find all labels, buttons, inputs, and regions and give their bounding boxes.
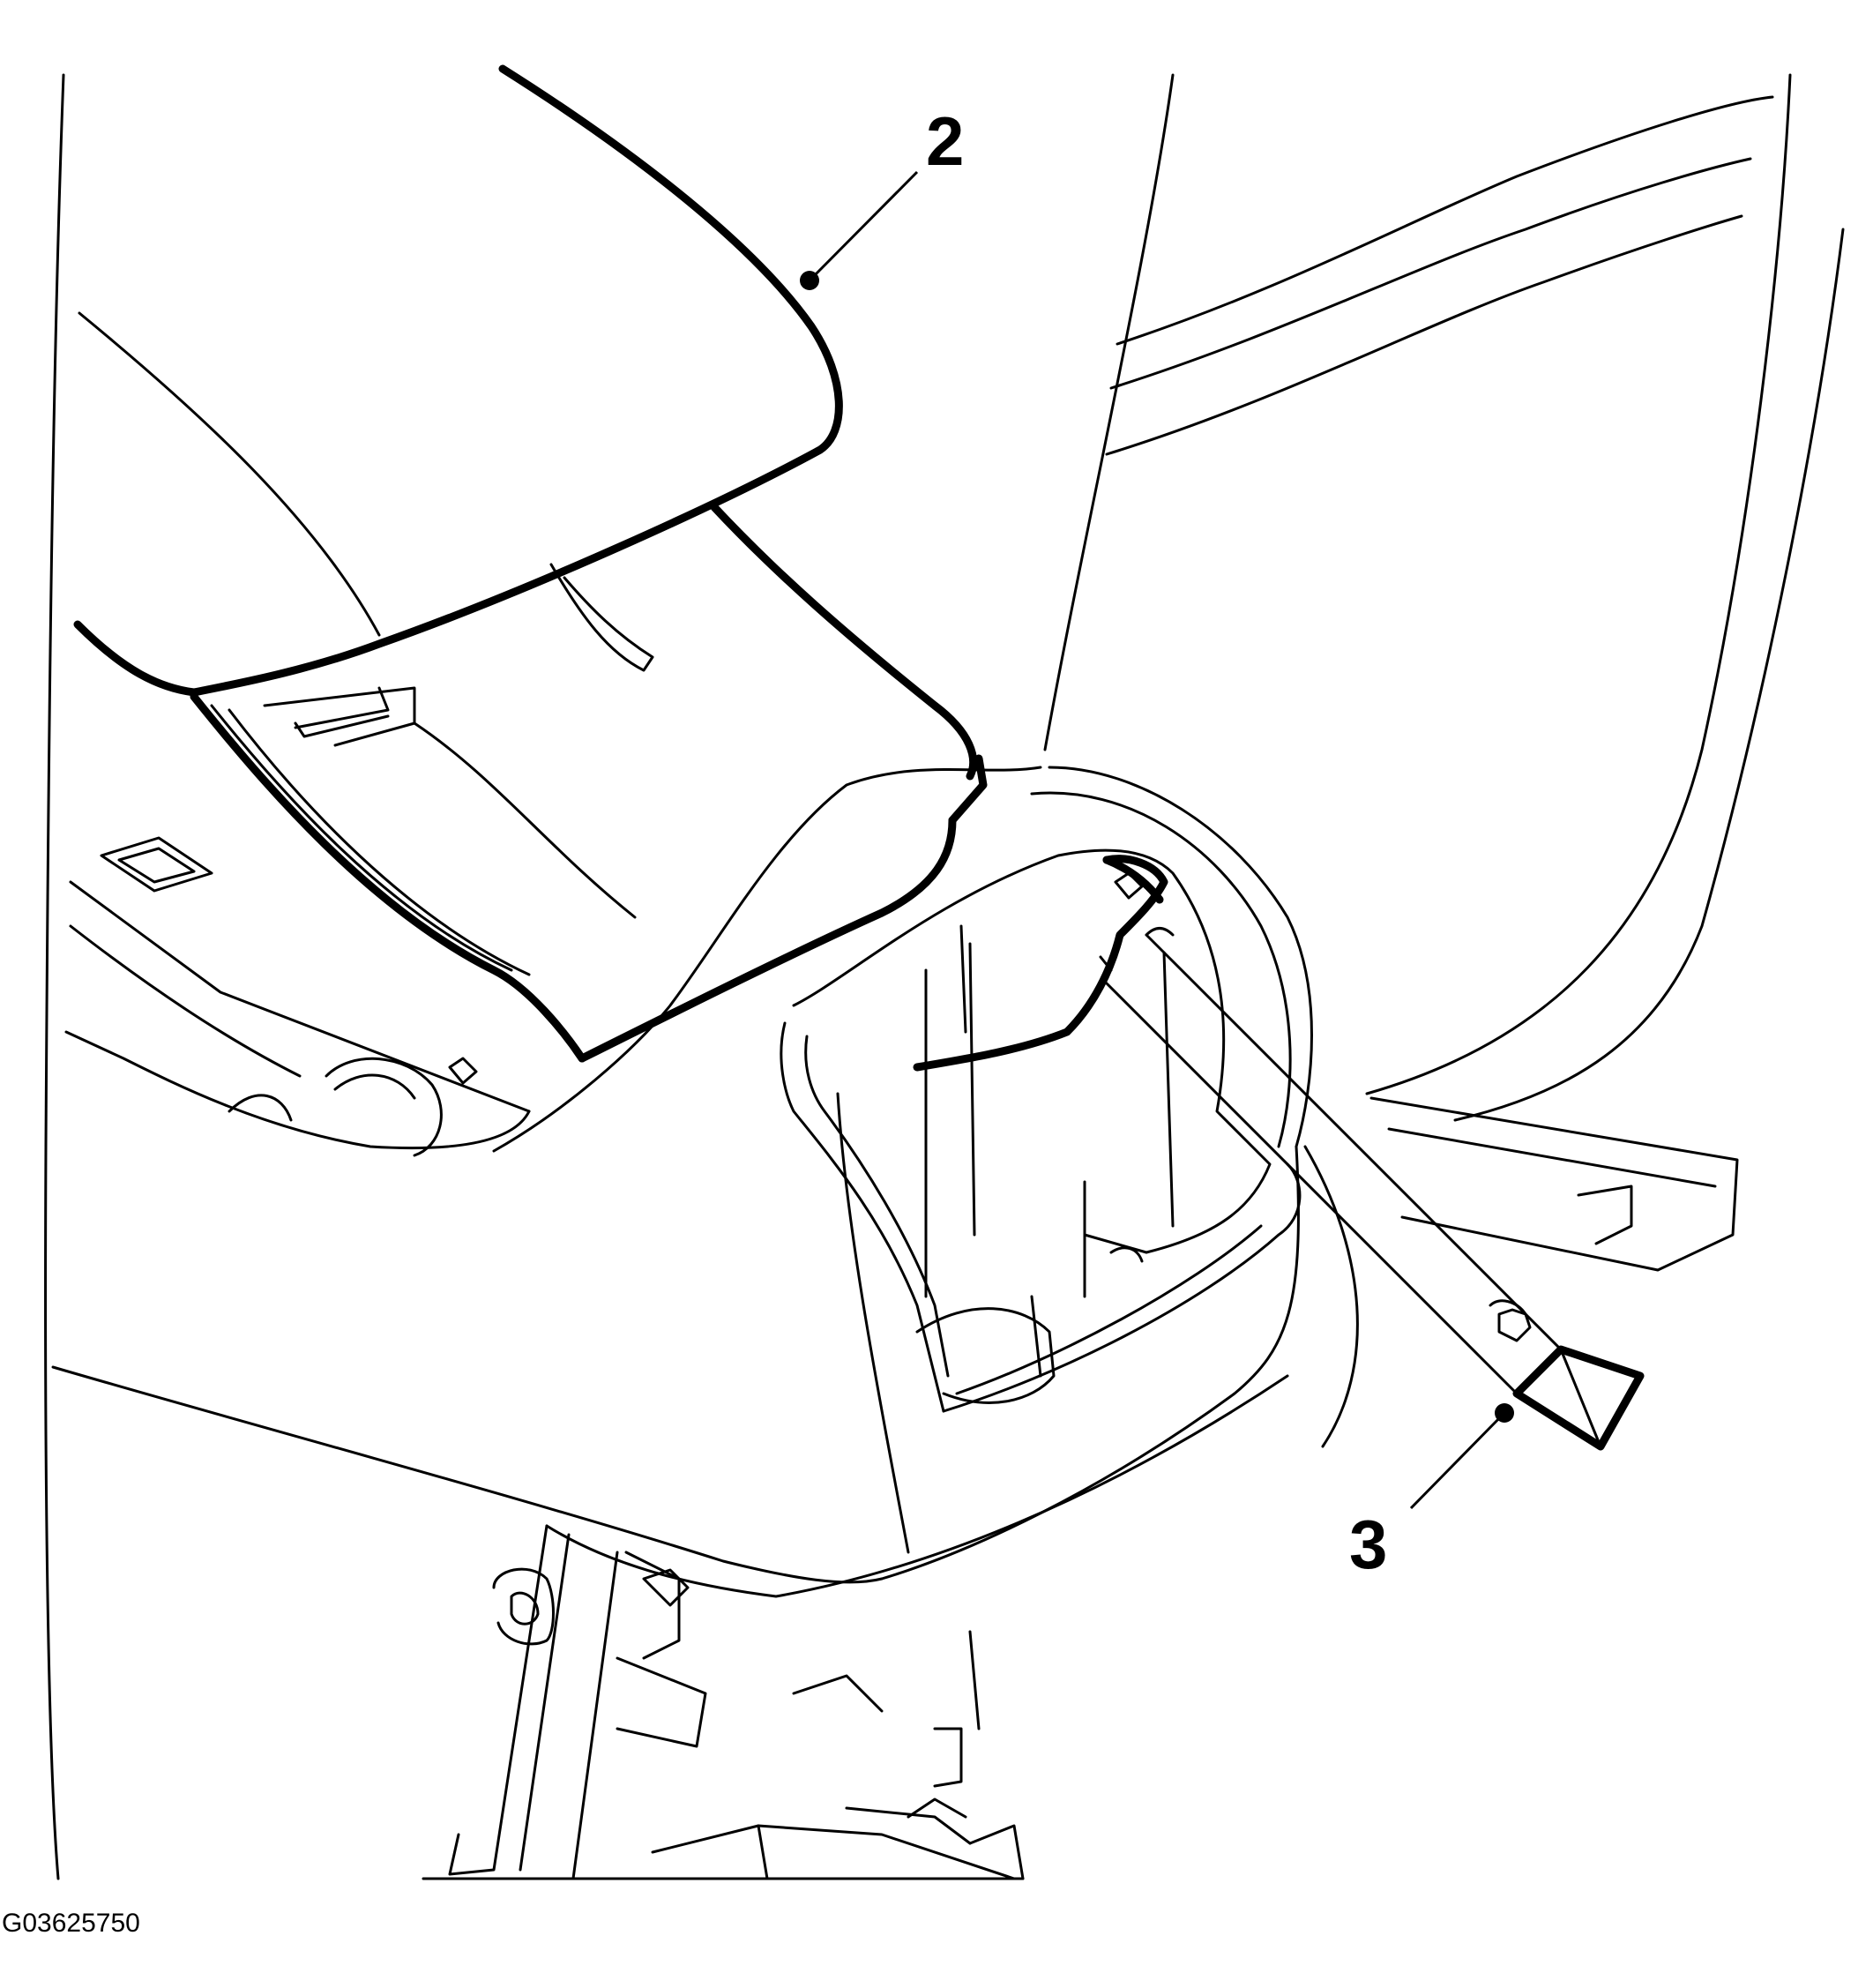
left-seat-edge [44,73,65,1880]
callout-2: 2 [800,102,964,290]
console-bin [190,503,988,1063]
console-body [51,766,1359,1598]
callout-3-leader [1409,1411,1506,1510]
seat-rail [1369,1096,1739,1272]
armrest-cover [73,64,843,697]
latch-hinge [913,855,1168,1072]
callout-3: 3 [1349,1403,1514,1583]
seat-frame [422,1524,1025,1880]
callout-3-dot [1495,1403,1514,1423]
callout-3-label: 3 [1349,1506,1387,1583]
figure-id: G03625750 [2,1909,140,1938]
armrest-cover-side [78,311,381,637]
callout-2-dot [800,271,819,290]
right-seat [1043,73,1845,1122]
trim-tool [1101,927,1645,1451]
console-interior [64,836,531,1157]
callout-2-label: 2 [926,102,964,180]
cup-holder-opening [780,848,1302,1413]
callout-2-leader [808,170,919,282]
